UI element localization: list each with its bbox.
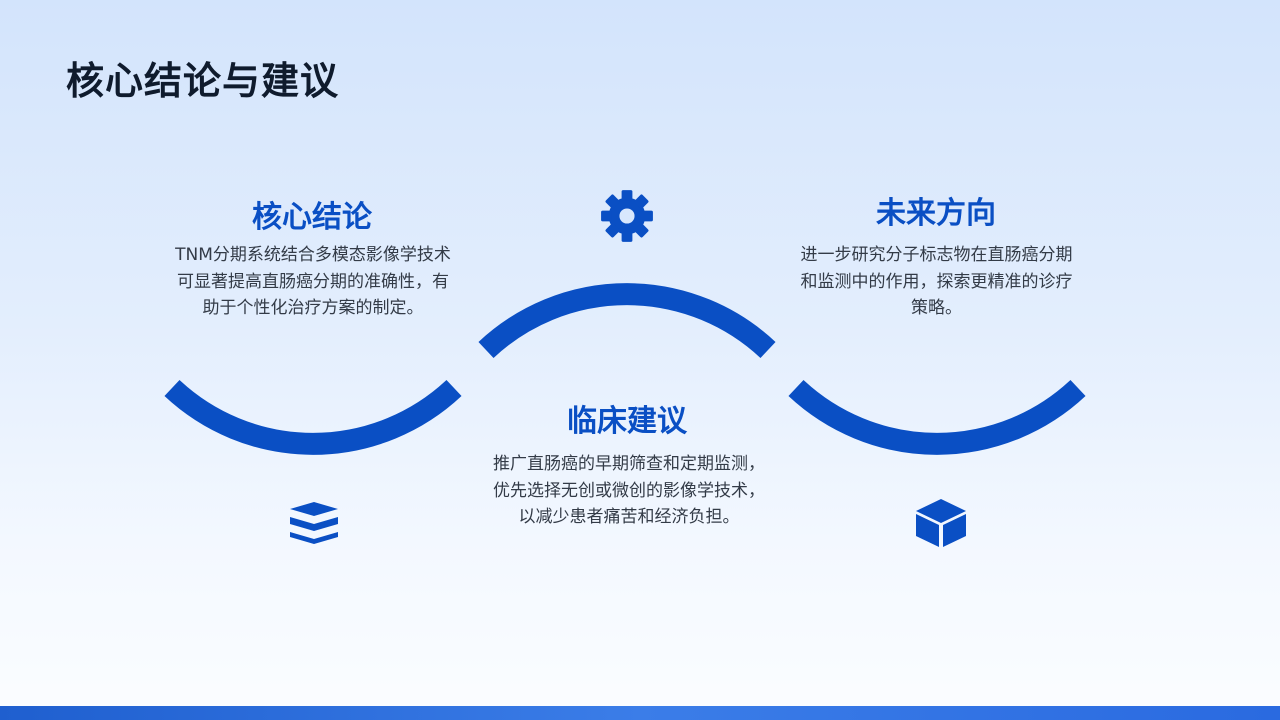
bottom-accent-bar bbox=[0, 706, 1280, 720]
left-arc bbox=[164, 379, 462, 455]
layers-icon bbox=[290, 502, 338, 544]
right-arc bbox=[788, 379, 1086, 455]
gear-icon bbox=[601, 190, 653, 242]
card-body-clinical: 推广直肠癌的早期筛查和定期监测，优先选择无创或微创的影像学技术，以减少患者痛苦和… bbox=[493, 454, 765, 527]
card-heading-future: 未来方向 bbox=[876, 196, 996, 231]
center-arc bbox=[478, 283, 776, 359]
slide-title: 核心结论与建议 bbox=[66, 59, 340, 103]
card-body-conclusion: TNM分期系统结合多模态影像学技术可显著提高直肠癌分期的准确性，有助于个性化治疗… bbox=[175, 245, 451, 318]
card-heading-conclusion: 核心结论 bbox=[252, 200, 372, 235]
card-body-future: 进一步研究分子标志物在直肠癌分期和监测中的作用，探索更精准的诊疗策略。 bbox=[800, 245, 1073, 318]
cube-icon bbox=[916, 499, 966, 547]
card-heading-clinical: 临床建议 bbox=[567, 404, 687, 439]
